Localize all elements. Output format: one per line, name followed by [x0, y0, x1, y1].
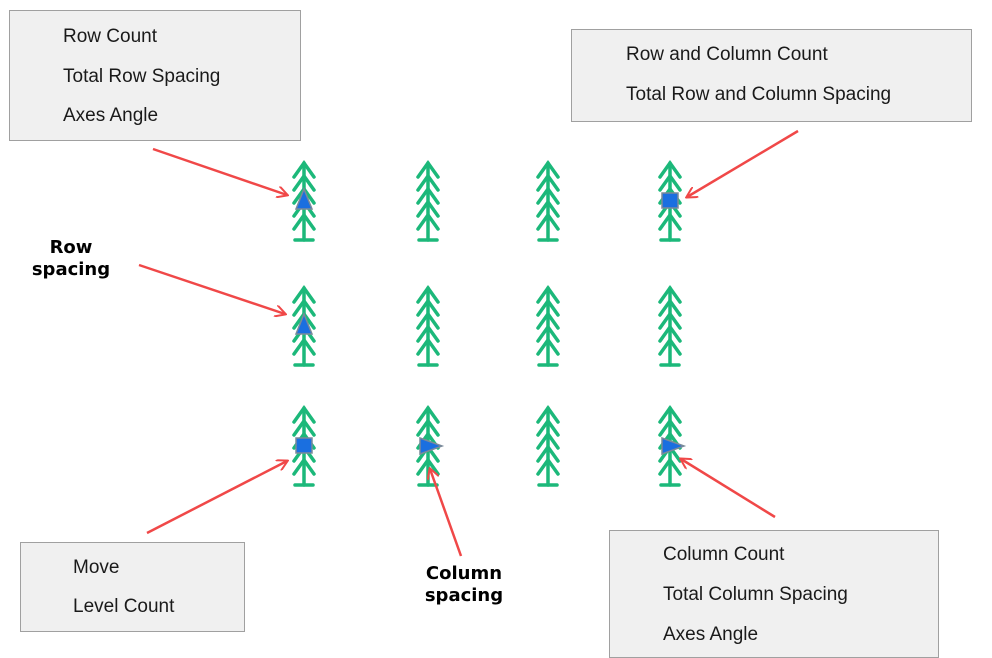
menu-item-axes-angle[interactable]: Axes Angle — [63, 105, 159, 126]
arrow-column-count-grip — [681, 459, 776, 519]
row-column-grip-menu: Row and Column Count Total Row and Colum… — [571, 29, 972, 122]
menu-item-total-row-and-column-spacing[interactable]: Total Row and Column Spacing — [626, 84, 892, 105]
tree-icon — [536, 284, 560, 367]
tree-icon — [536, 159, 560, 242]
tree-icon — [416, 159, 440, 242]
menu-item-total-row-spacing[interactable]: Total Row Spacing — [63, 66, 221, 87]
arrow-row-count-grip — [152, 147, 287, 195]
arrow-column-spacing-grip — [430, 469, 463, 557]
column-grip-triangle[interactable] — [661, 436, 687, 456]
row-grip-menu: Row Count Total Row Spacing Axes Angle — [9, 10, 301, 141]
row-grip-triangle[interactable] — [294, 186, 314, 210]
arrow-base-grip — [146, 461, 287, 535]
column-spacing-label-line1: Column — [425, 563, 503, 584]
square-grip[interactable] — [295, 437, 313, 454]
row-spacing-label-line2: spacing — [31, 259, 111, 280]
arrow-row-column-grip — [687, 129, 799, 197]
arrow-row-spacing-grip — [138, 263, 285, 314]
menu-item-total-column-spacing[interactable]: Total Column Spacing — [663, 584, 848, 605]
tree-icon — [658, 284, 682, 367]
row-grip-triangle[interactable] — [294, 311, 314, 335]
column-spacing-label: Column spacing — [404, 563, 524, 607]
base-grip-menu: Move Level Count — [20, 542, 245, 632]
column-grip-menu: Column Count Total Column Spacing Axes A… — [609, 530, 939, 658]
menu-item-column-count[interactable]: Column Count — [663, 544, 785, 565]
square-grip[interactable] — [661, 192, 679, 209]
menu-item-row-and-column-count[interactable]: Row and Column Count — [626, 44, 828, 65]
menu-item-level-count[interactable]: Level Count — [73, 596, 175, 617]
menu-item-move[interactable]: Move — [73, 557, 120, 578]
column-grip-triangle[interactable] — [419, 436, 445, 456]
row-spacing-label: Row spacing — [16, 237, 126, 281]
menu-item-axes-angle-column[interactable]: Axes Angle — [663, 624, 759, 645]
column-spacing-label-line2: spacing — [424, 585, 504, 606]
menu-item-row-count[interactable]: Row Count — [63, 26, 157, 47]
row-spacing-label-line1: Row — [49, 237, 93, 258]
tree-icon — [416, 284, 440, 367]
tree-icon — [536, 404, 560, 487]
